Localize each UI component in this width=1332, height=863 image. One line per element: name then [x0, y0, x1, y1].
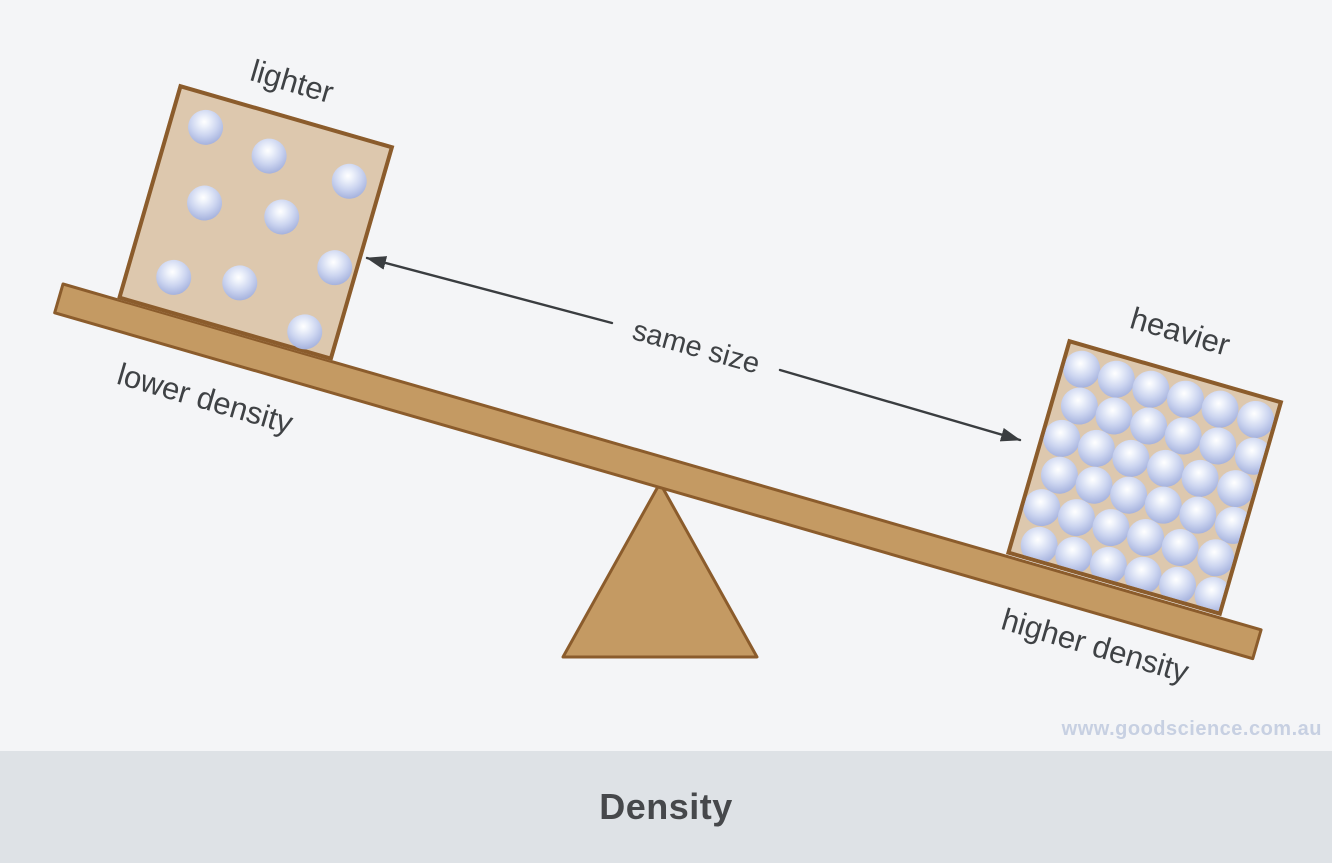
particle	[282, 309, 327, 353]
watermark: www.goodscience.com.au	[1061, 718, 1322, 740]
particle	[183, 105, 227, 149]
diagram-title: Density	[599, 786, 733, 827]
particle	[247, 133, 291, 178]
particle	[312, 245, 357, 289]
particle	[151, 255, 196, 299]
particle	[1232, 395, 1279, 442]
particle	[217, 260, 262, 304]
particle	[259, 194, 304, 239]
particle	[1197, 385, 1244, 432]
particle	[182, 180, 226, 225]
fulcrum-triangle	[561, 481, 759, 659]
same-size-arrow	[367, 258, 1020, 440]
particle	[327, 159, 371, 203]
title-banner: Density	[0, 751, 1332, 863]
